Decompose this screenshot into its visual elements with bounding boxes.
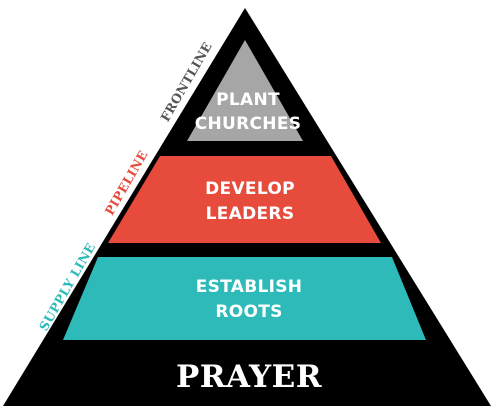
tier-establish-roots-line1: ESTABLISH (196, 277, 303, 297)
tier-develop-leaders-line2: LEADERS (206, 204, 295, 224)
tier-plant-churches (187, 40, 303, 141)
base-prayer-label: PRAYER (176, 359, 322, 395)
tier-develop-leaders-line1: DEVELOP (205, 179, 295, 199)
tier-plant-churches-line1: PLANT (216, 90, 280, 110)
tier-plant-churches-line2: CHURCHES (195, 114, 302, 134)
tier-establish-roots (63, 257, 426, 340)
tier-develop-leaders (108, 156, 381, 243)
tier-establish-roots-line2: ROOTS (215, 302, 282, 322)
